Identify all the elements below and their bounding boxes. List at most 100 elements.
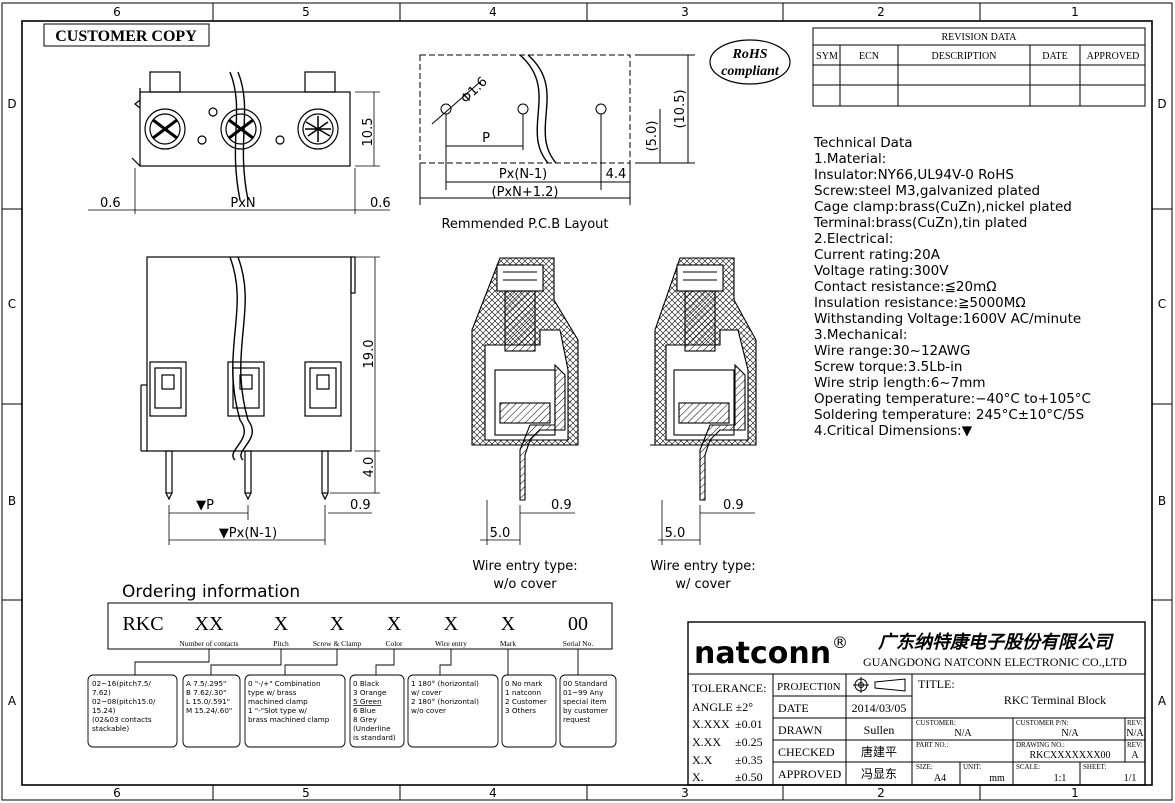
tol-x-value: ±0.35 xyxy=(735,753,763,767)
zone-col: 5 xyxy=(302,786,310,800)
ordering-connectors xyxy=(134,649,579,675)
caption-sec1-line2: w/o cover xyxy=(493,577,557,592)
caption-sec2-line2: w/ cover xyxy=(675,577,731,592)
zone-col: 6 xyxy=(113,786,121,800)
tolerance-label: TOLERANCE: xyxy=(692,681,766,695)
caption-sec1-line1: Wire entry type: xyxy=(472,559,577,574)
dim-sec1-50: 5.0 xyxy=(490,526,511,541)
zone-col: 4 xyxy=(489,5,497,19)
opt-color: 6 Blue xyxy=(353,706,376,715)
brand-logo-text: natconn xyxy=(694,636,831,671)
tech-line: Cage clamp:brass(CuZn),nickel plated xyxy=(814,199,1072,215)
tol-x: X.X xyxy=(692,753,713,767)
tol-xx: X.XX xyxy=(692,735,721,749)
zone-row: D xyxy=(7,97,16,111)
order-label: Wire entry xyxy=(435,639,467,648)
title-label: TITLE: xyxy=(918,677,955,691)
opt-contacts: 15.24) xyxy=(92,706,116,715)
title-block xyxy=(687,621,1146,786)
tol-x0-value: ±0.50 xyxy=(735,770,763,784)
tech-line: 2.Electrical: xyxy=(814,231,893,247)
opt-wire: w/o cover xyxy=(411,706,446,715)
brand-registered-mark: ® xyxy=(832,633,848,652)
size-label: SIZE: xyxy=(916,763,933,771)
zone-col: 6 xyxy=(113,5,121,19)
order-code-mark: X xyxy=(501,613,516,635)
order-code-screw: X xyxy=(330,613,345,635)
projection-label: PROJECTI0N xyxy=(777,681,841,693)
zone-col: 3 xyxy=(681,5,689,19)
opt-serial: 00 Standard xyxy=(563,679,607,688)
tech-line: Withstanding Voltage:1600V AC/minute xyxy=(814,311,1081,327)
rev2-value: A xyxy=(1131,750,1139,761)
part-no-label: PART NO.: xyxy=(916,741,948,749)
zone-col: 1 xyxy=(1071,5,1079,19)
dim-pcb-44: 4.4 xyxy=(606,167,627,182)
rohs-badge xyxy=(709,39,791,85)
opt-contacts: stackable) xyxy=(92,724,129,733)
zone-col: 1 xyxy=(1071,786,1079,800)
opt-mark: 2 Customer xyxy=(505,697,547,706)
order-code-pitch: X xyxy=(274,613,289,635)
dim-pcb-phi: Φ1.6 xyxy=(458,74,490,106)
tol-x0: X. xyxy=(692,770,704,784)
tech-line: Wire strip length:6~7mm xyxy=(814,375,986,391)
tech-line: Insulation resistance:≧5000MΩ xyxy=(814,295,1026,311)
opt-mark: 3 Others xyxy=(505,706,536,715)
opt-serial: 01~99 Any xyxy=(563,688,604,697)
opt-wire: w/ cover xyxy=(411,688,442,697)
zone-row: C xyxy=(8,297,16,311)
customer-pn-label: CUSTOMER P/N: xyxy=(1016,719,1069,727)
rev-header-approved: APPROVED xyxy=(1087,51,1140,62)
tol-xx-value: ±0.25 xyxy=(735,735,763,749)
order-code-contacts: XX xyxy=(195,613,224,635)
rohs-compliant-text: compliant xyxy=(721,64,780,79)
opt-screw: brass machined clamp xyxy=(248,715,330,724)
dim-sec1-09: 0.9 xyxy=(551,498,572,513)
zone-row: B xyxy=(8,494,16,508)
sheet-label: SHEET: xyxy=(1083,763,1106,771)
revision-table xyxy=(812,27,1146,107)
date-label: DATE xyxy=(778,701,809,715)
tech-line: Soldering temperature: 245°C±10°C/5S xyxy=(814,407,1084,423)
top-view xyxy=(88,71,390,214)
company-name-cn: 广东纳特康电子股份有限公司 xyxy=(878,632,1114,653)
opt-serial: by customer xyxy=(563,706,608,715)
opt-pitch: B 7.62/.30" xyxy=(186,688,226,697)
opt-contacts: 7.62) xyxy=(92,688,111,697)
section-view-with-cover xyxy=(650,257,757,545)
zone-row: B xyxy=(1158,494,1166,508)
opt-color-standard: 5 Green xyxy=(353,697,382,706)
customer-copy-box xyxy=(43,23,210,47)
opt-contacts: 02~16(pitch7.5/ xyxy=(92,679,151,688)
order-label: Color xyxy=(385,639,403,648)
zone-col: 3 xyxy=(681,786,689,800)
opt-color: is standard) xyxy=(353,733,396,742)
rev-header-date: DATE xyxy=(1042,51,1068,62)
zone-col: 2 xyxy=(877,786,885,800)
zone-row: C xyxy=(1158,297,1166,311)
dim-front-p: ▼P xyxy=(196,498,214,513)
order-code-prefix: RKC xyxy=(122,613,163,635)
zone-labels: 6 5 4 3 2 1 6 5 4 3 2 1 D C B A D C B A xyxy=(7,5,1167,800)
order-code-color: X xyxy=(387,613,402,635)
drawing-no-value: RKCXXXXXXX00 xyxy=(1029,750,1110,761)
opt-contacts: (02&03 contacts xyxy=(92,715,152,724)
drawn-label: DRAWN xyxy=(778,723,823,737)
date-value: 2014/03/05 xyxy=(852,701,907,715)
tech-line: Operating temperature:−40°C to+105°C xyxy=(814,391,1091,407)
rev-header-ecn: ECN xyxy=(859,51,879,62)
zone-col: 4 xyxy=(489,786,497,800)
size-value: A4 xyxy=(934,773,946,784)
opt-color: 0 Black xyxy=(353,679,380,688)
ordering-title: Ordering information xyxy=(122,582,300,602)
company-name-en: GUANGDONG NATCONN ELECTRONIC CO.,LTD xyxy=(863,655,1127,669)
rev-header-sym: SYM xyxy=(816,51,838,62)
scale-label: SCALE: xyxy=(1016,763,1040,771)
technical-data: Technical Data 1.Material: Insulator:NY6… xyxy=(813,135,1091,439)
dim-pcb-pxn12: (PxN+1.2) xyxy=(492,185,559,200)
revision-title: REVISION DATA xyxy=(941,32,1017,43)
dim-pcb-p: P xyxy=(482,131,490,146)
dim-front-height: 19.0 xyxy=(362,340,377,369)
